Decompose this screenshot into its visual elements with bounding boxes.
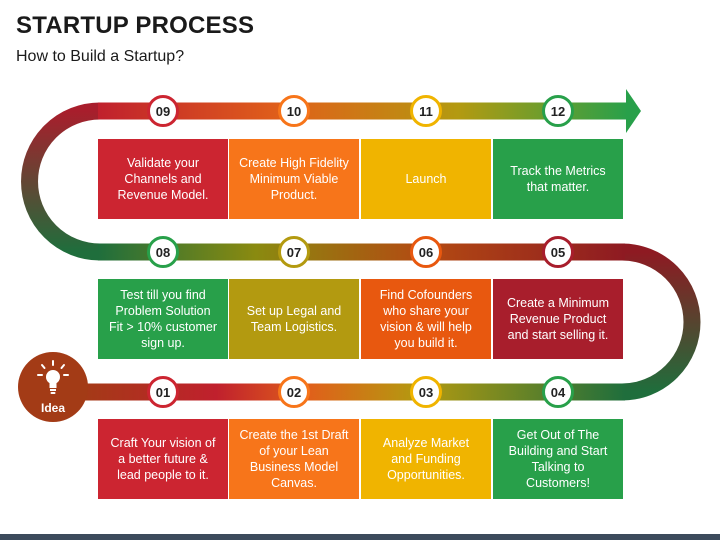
step-number-circle: 07: [278, 236, 310, 268]
step-number-circle: 08: [147, 236, 179, 268]
step-number-circle: 01: [147, 376, 179, 408]
step-text: Set up Legal and Team Logistics.: [246, 304, 342, 334]
step-text: Test till you find Problem Solution Fit …: [108, 288, 218, 350]
track-left-turn: [21, 102, 101, 261]
step-text: Get Out of The Building and Start Talkin…: [508, 428, 608, 490]
step-card: Validate your Channels and Revenue Model…: [98, 139, 228, 219]
step-text: Find Cofounders who share your vision & …: [379, 288, 473, 350]
lightbulb-icon: [37, 360, 69, 394]
step-number-circle: 11: [410, 95, 442, 127]
step-card: Test till you find Problem Solution Fit …: [98, 279, 228, 359]
step-number-circle: 04: [542, 376, 574, 408]
step-text: Craft Your vision of a better future & l…: [110, 436, 216, 482]
step-text: Create the 1st Draft of your Lean Busine…: [239, 428, 349, 490]
step-number-circle: 10: [278, 95, 310, 127]
step-text: Create High Fidelity Minimum Viable Prod…: [239, 156, 349, 202]
step-number-circle: 09: [147, 95, 179, 127]
step-text: Launch: [405, 172, 447, 186]
track-row-top: [98, 102, 628, 120]
step-card: Create the 1st Draft of your Lean Busine…: [229, 419, 359, 499]
step-card: Launch: [361, 139, 491, 219]
step-card: Get Out of The Building and Start Talkin…: [493, 419, 623, 499]
step-card: Analyze Market and Funding Opportunities…: [361, 419, 491, 499]
page-subtitle: How to Build a Startup?: [16, 48, 185, 65]
step-text: Create a Minimum Revenue Product and sta…: [506, 296, 610, 342]
step-number-circle: 02: [278, 376, 310, 408]
arrowhead: [626, 89, 641, 133]
footer-bar: [0, 534, 720, 540]
step-card: Create a Minimum Revenue Product and sta…: [493, 279, 623, 359]
idea-label: Idea: [40, 401, 65, 415]
step-card: Find Cofounders who share your vision & …: [361, 279, 491, 359]
step-number-circle: 12: [542, 95, 574, 127]
step-card: Craft Your vision of a better future & l…: [98, 419, 228, 499]
track-row-bottom: [80, 383, 625, 401]
idea-start-node: Idea: [18, 352, 88, 422]
step-number-circle: 06: [410, 236, 442, 268]
track-right-turn: [621, 243, 701, 401]
step-card: Track the Metrics that matter.: [493, 139, 623, 219]
step-number-circle: 05: [542, 236, 574, 268]
step-text: Track the Metrics that matter.: [510, 164, 606, 194]
step-text: Validate your Channels and Revenue Model…: [117, 156, 209, 202]
step-number-circle: 03: [410, 376, 442, 408]
track-row-middle: [98, 243, 625, 261]
step-card: Set up Legal and Team Logistics.: [229, 279, 359, 359]
step-card: Create High Fidelity Minimum Viable Prod…: [229, 139, 359, 219]
page-title: STARTUP PROCESS: [16, 12, 255, 39]
step-text: Analyze Market and Funding Opportunities…: [382, 436, 470, 482]
